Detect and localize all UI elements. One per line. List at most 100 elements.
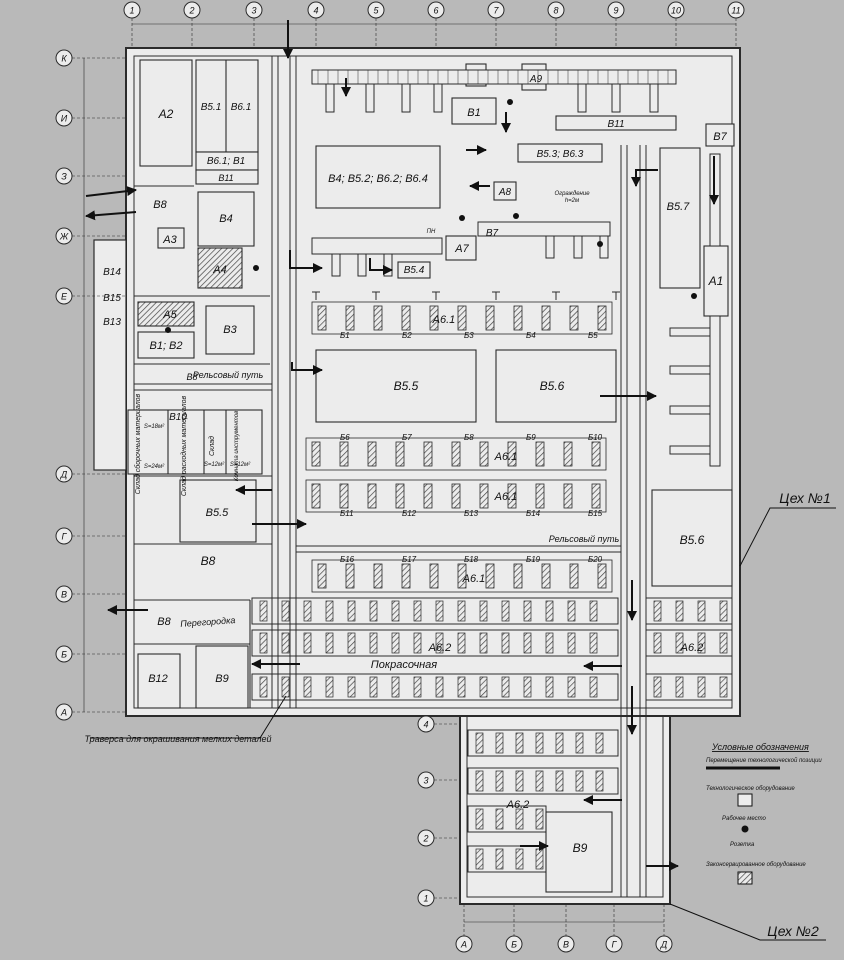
zone-b7 — [705, 123, 735, 147]
work-place-dot — [513, 213, 519, 219]
label-a6-1a: А6.1 — [432, 314, 456, 326]
paint-slot — [413, 632, 422, 654]
label-b5-5b: B5.5 — [394, 379, 419, 393]
post-label: Б16 — [340, 555, 355, 564]
ws2-row-3 — [467, 805, 547, 833]
axis-bottom-0: А — [455, 935, 473, 953]
paint-slot — [435, 632, 444, 654]
label-b1b2: B1; B2 — [149, 340, 182, 352]
post-label: Б15 — [588, 509, 603, 518]
equip-a1 — [703, 245, 729, 317]
paint-slot — [675, 676, 684, 698]
label-b14: B14 — [103, 267, 121, 278]
ws2-row-4 — [467, 845, 547, 873]
paint-row-r2 — [645, 629, 733, 657]
axis-left-4: Е — [55, 287, 73, 305]
paint-slot — [545, 632, 554, 654]
paint-slot — [325, 632, 334, 654]
label-b13: B13 — [103, 317, 121, 328]
post-slot — [479, 483, 489, 509]
paint-slot — [575, 732, 584, 754]
label-a6-1c: А6.1 — [494, 491, 518, 503]
axis-left-8: Б — [55, 645, 73, 663]
paint-slot — [575, 770, 584, 792]
svg-text:Ж: Ж — [59, 232, 69, 242]
paint-row-3 — [251, 673, 619, 701]
post-slot — [535, 483, 545, 509]
post-slot — [423, 441, 433, 467]
post-slot — [367, 441, 377, 467]
paint-slot — [595, 732, 604, 754]
paint-slot — [653, 600, 662, 622]
post-label: Б1 — [340, 331, 350, 340]
post-slot — [485, 305, 495, 331]
label-r1: Склад сборочных материалов — [134, 393, 142, 494]
work-place-dot — [253, 265, 259, 271]
paint-row-r3 — [645, 673, 733, 701]
svg-text:А: А — [60, 708, 67, 718]
post-slot — [513, 563, 523, 589]
post-slot — [345, 563, 355, 589]
paint-row-2 — [251, 629, 619, 657]
paint-slot — [435, 600, 444, 622]
equip-a7 — [445, 235, 477, 261]
label-b5-3: B5.3; B6.3 — [537, 149, 584, 160]
label-a8: A8 — [498, 187, 512, 198]
axis-ws2-1: 1 — [417, 889, 435, 907]
axis-top-11: 11 — [727, 1, 745, 19]
label-a1: A1 — [708, 274, 724, 288]
post-label: Б3 — [464, 331, 474, 340]
axis-bottom-4: Д — [655, 935, 673, 953]
paint-slot — [303, 632, 312, 654]
label-s2: S=12м² — [204, 462, 225, 468]
label-a7: A7 — [454, 243, 469, 255]
label-b7b: B7 — [486, 228, 499, 239]
post-slot — [451, 441, 461, 467]
label-b8a: B8 — [153, 199, 167, 211]
svg-text:1: 1 — [129, 6, 134, 16]
post-label: Б20 — [588, 555, 603, 564]
post-slot — [401, 563, 411, 589]
post-slot — [339, 483, 349, 509]
axis-left-2: З — [55, 167, 73, 185]
paint-slot — [515, 808, 524, 830]
zone-b1-top — [451, 97, 497, 125]
post-slot — [479, 441, 489, 467]
paint-row-r1 — [645, 597, 733, 625]
axis-top-4: 4 — [307, 1, 325, 19]
svg-text:10: 10 — [671, 6, 681, 16]
legend-title: Условные обозначения — [711, 742, 809, 752]
workshop-2-outline — [459, 715, 671, 905]
label-b9b: B9 — [573, 841, 588, 855]
work-place-dot — [165, 327, 171, 333]
label-fenceh: h=2м — [565, 198, 579, 204]
label-b4group: B4; B5.2; B6.2; B6.4 — [328, 173, 428, 185]
paint-slot — [457, 676, 466, 698]
paint-slot — [259, 632, 268, 654]
equip-a8 — [493, 181, 517, 201]
post-slot — [345, 305, 355, 331]
zone-b11-top — [555, 115, 677, 131]
axis-top-8: 8 — [547, 1, 565, 19]
label-ws1: Цех №1 — [779, 490, 831, 506]
paint-slot — [523, 632, 532, 654]
svg-text:3: 3 — [251, 6, 256, 16]
legend: Условные обозначения Перемещение техноло… — [706, 742, 822, 885]
equip-a5 — [137, 301, 195, 327]
paint-slot — [259, 676, 268, 698]
post-slot — [541, 563, 551, 589]
post-slot — [401, 305, 411, 331]
svg-text:А: А — [460, 940, 467, 950]
post-slot — [569, 563, 579, 589]
zone-b5-7 — [659, 147, 701, 289]
post-label: Б2 — [402, 331, 412, 340]
paint-slot — [501, 676, 510, 698]
svg-text:3: 3 — [423, 776, 428, 786]
label-b3: B3 — [223, 324, 237, 336]
svg-text:З: З — [61, 172, 67, 182]
axis-top-1: 1 — [123, 1, 141, 19]
label-a4: A4 — [212, 264, 226, 276]
equip-a4 — [197, 247, 243, 289]
paint-slot — [369, 600, 378, 622]
